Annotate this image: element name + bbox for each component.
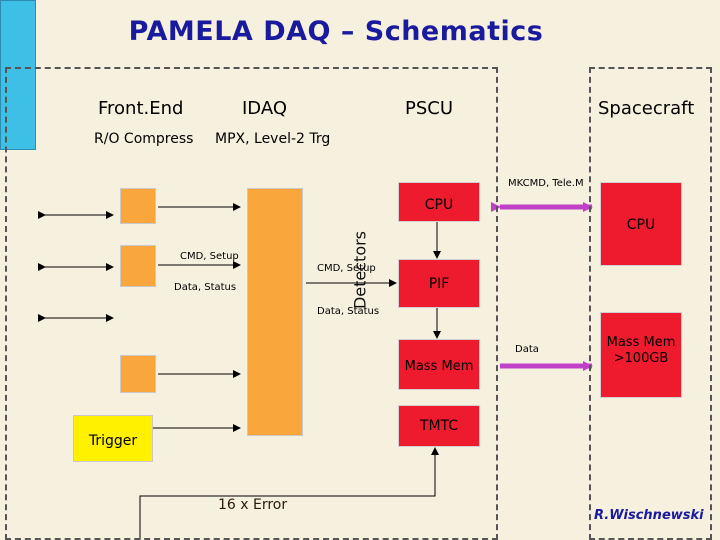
frontend-box-1 — [120, 188, 156, 224]
idaq-box — [247, 188, 303, 436]
author-label: R.Wischnewski — [594, 508, 704, 523]
frontend-box-2 — [120, 245, 156, 287]
data-status-label-1: Data, Status — [174, 282, 237, 293]
spacecraft-cpu-box: CPU — [600, 182, 682, 266]
pif-label: PIF — [428, 276, 450, 292]
subheader-ro-compress: R/O Compress — [94, 131, 194, 147]
header-idaq: IDAQ — [242, 98, 288, 119]
header-frontend: Front.End — [98, 98, 184, 119]
header-pscu: PSCU — [405, 98, 454, 119]
page-title: PAMELA DAQ – Schematics — [128, 16, 544, 47]
cmd-setup-label-2: CMD, Setup — [317, 263, 376, 274]
trigger-box: Trigger — [73, 415, 153, 462]
tmtc-label: TMTC — [419, 418, 459, 434]
cpu-label: CPU — [424, 197, 454, 213]
error-label: 16 x Error — [218, 497, 288, 513]
tmtc-box: TMTC — [398, 405, 480, 447]
header-spacecraft: Spacecraft — [598, 98, 695, 119]
subheader-mpx-level2: MPX, Level-2 Trg — [215, 131, 331, 147]
spacecraft-mass-mem-label: Mass Mem >100GB — [606, 335, 676, 366]
data-status-label-2: Data, Status — [317, 306, 380, 317]
data-label: Data — [515, 344, 539, 355]
spacecraft-frame — [589, 67, 712, 540]
pif-box: PIF — [398, 259, 480, 308]
daq-frame — [5, 67, 498, 540]
cpu-box: CPU — [398, 182, 480, 222]
error-bus — [139, 447, 439, 540]
spacecraft-cpu-label: CPU — [626, 217, 656, 233]
frontend-box-3 — [120, 355, 156, 393]
cmd-setup-label-1: CMD, Setup — [180, 251, 239, 262]
mkcmd-telem-label: MKCMD, Tele.M — [508, 178, 584, 189]
mass-mem-label: Mass Mem — [404, 359, 474, 374]
trigger-label: Trigger — [88, 433, 138, 449]
mass-mem-box: Mass Mem — [398, 339, 480, 390]
spacecraft-mass-mem-box: Mass Mem >100GB — [600, 312, 682, 398]
